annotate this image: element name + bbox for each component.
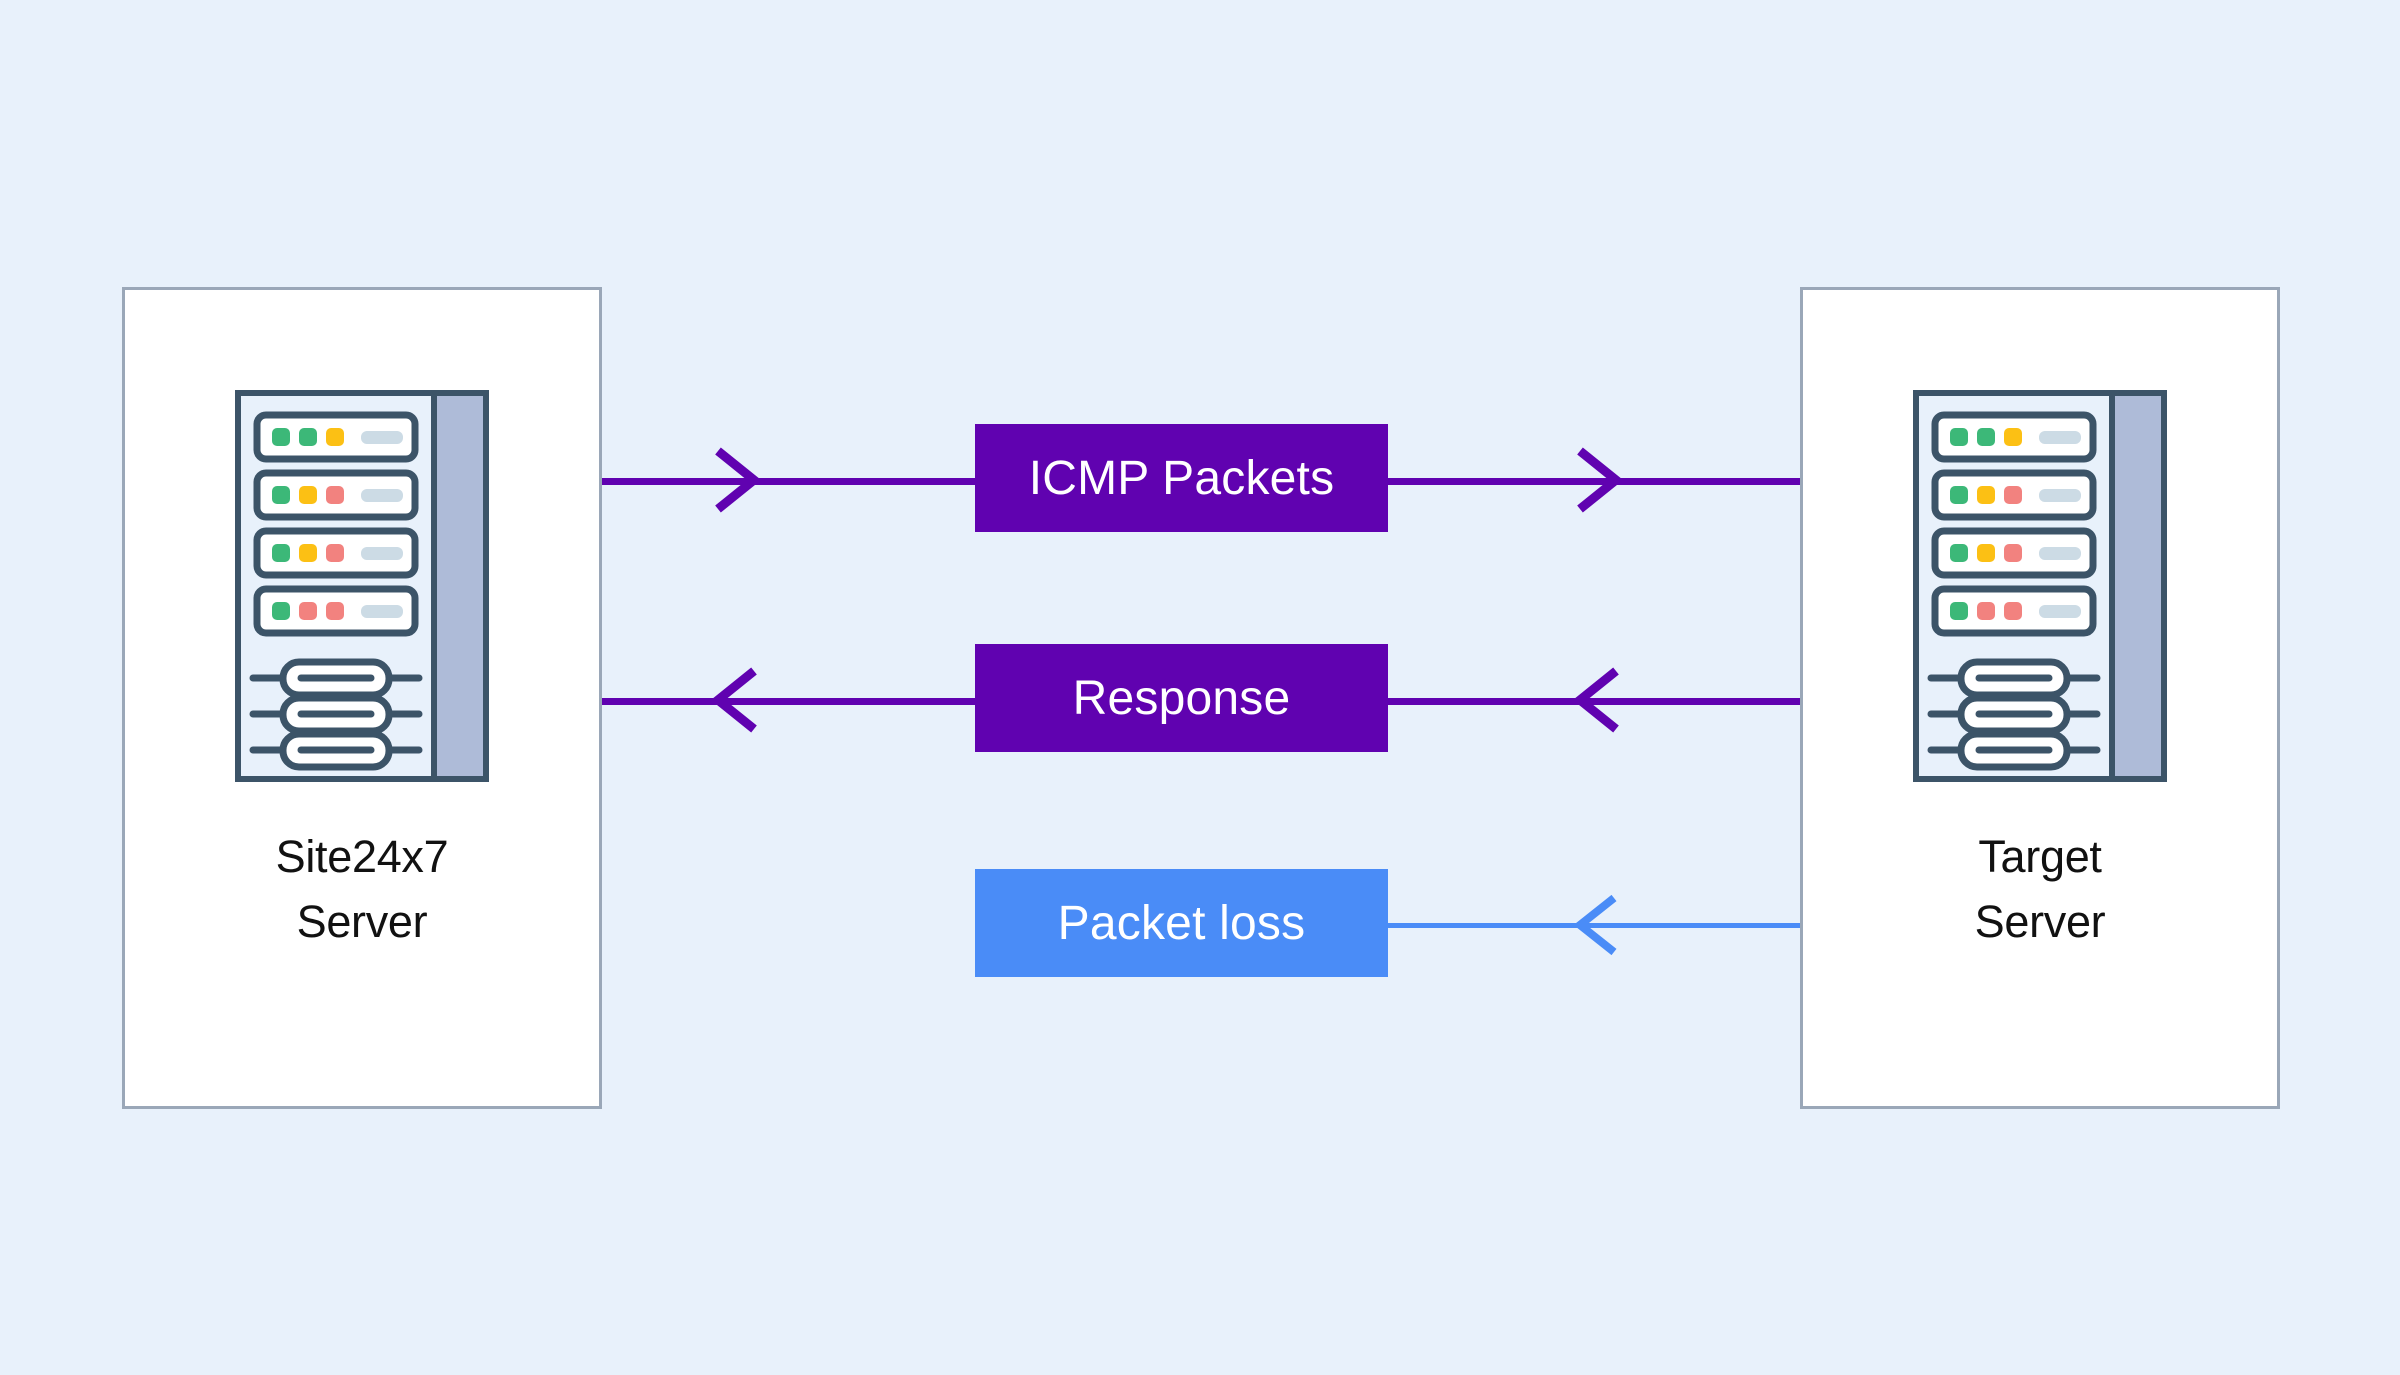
flow-line-response-left xyxy=(602,698,975,705)
node-label-site24x7-server: Site24x7 Server xyxy=(276,834,449,964)
node-label-line-2: Server xyxy=(1974,896,2106,947)
server-rack-icon xyxy=(1913,390,2167,782)
server-rack-icon xyxy=(235,390,489,782)
node-label-line-1: Target xyxy=(1978,831,2102,882)
flow-label-response: Response xyxy=(975,644,1388,752)
flow-line-response-right xyxy=(1388,698,1800,705)
node-label-line-1: Site24x7 xyxy=(275,831,449,882)
node-card-target-server[interactable]: Target Server xyxy=(1800,287,2280,1109)
node-card-site24x7-server[interactable]: Site24x7 Server xyxy=(122,287,602,1109)
flow-line-icmp-packets-left xyxy=(602,478,975,485)
flow-line-packet-loss xyxy=(1388,923,1800,928)
flow-label-icmp-packets: ICMP Packets xyxy=(975,424,1388,532)
node-label-line-2: Server xyxy=(296,896,428,947)
node-label-target-server: Target Server xyxy=(1975,834,2106,964)
flow-label-packet-loss: Packet loss xyxy=(975,869,1388,977)
flow-line-icmp-packets-right xyxy=(1388,478,1800,485)
